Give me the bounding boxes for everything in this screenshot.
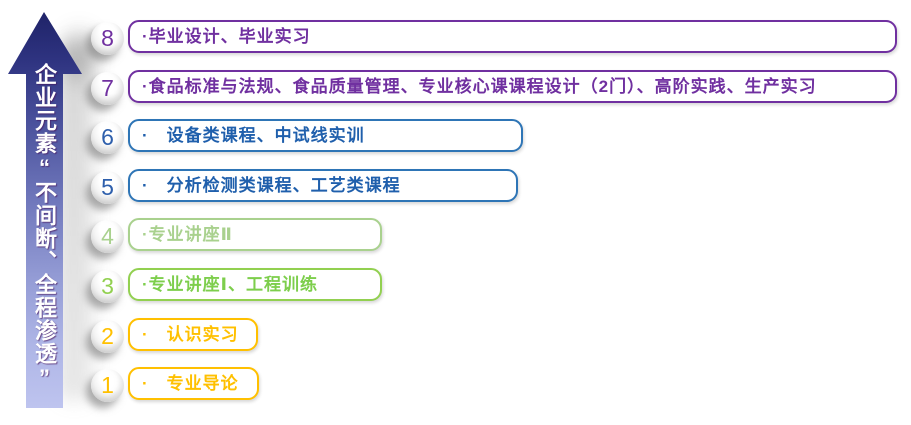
course-label: ·毕业设计、毕业实习 [142,27,311,46]
level-number: 6 [101,124,114,150]
course-box: · 专业导论 [128,367,259,400]
course-label: ·专业讲座Ⅱ [142,225,233,244]
course-label: · 分析检测类课程、工艺类课程 [142,176,401,195]
level-row-4: 4 ·专业讲座Ⅱ [0,218,911,258]
level-row-6: 6 · 设备类课程、中试线实训 [0,119,911,159]
level-row-7: 7 ·食品标准与法规、食品质量管理、专业核心课课程设计（2门）、高阶实践、生产实习 [0,70,911,110]
level-row-8: 8 ·毕业设计、毕业实习 [0,20,911,60]
level-number-badge: 4 [91,220,124,253]
course-label: · 专业导论 [142,374,239,393]
level-number-badge: 2 [91,320,124,353]
level-row-1: 1 · 专业导论 [0,367,911,407]
course-box: · 分析检测类课程、工艺类课程 [128,169,518,202]
course-label: ·食品标准与法规、食品质量管理、专业核心课课程设计（2门）、高阶实践、生产实习 [142,77,817,96]
level-number-badge: 7 [91,72,124,105]
course-box: ·毕业设计、毕业实习 [128,20,897,53]
course-label: ·专业讲座Ⅰ、工程训练 [142,275,318,294]
level-number-badge: 8 [91,22,124,55]
level-number: 1 [101,372,114,398]
level-number: 4 [101,223,114,249]
level-number-badge: 3 [91,270,124,303]
level-number: 8 [101,25,114,51]
level-number: 7 [101,75,114,101]
level-row-3: 3 ·专业讲座Ⅰ、工程训练 [0,268,911,308]
level-row-2: 2 · 认识实习 [0,318,911,358]
level-row-5: 5 · 分析检测类课程、工艺类课程 [0,169,911,209]
level-number: 3 [101,273,114,299]
course-box: · 设备类课程、中试线实训 [128,119,523,152]
level-number: 5 [101,174,114,200]
level-number: 2 [101,323,114,349]
arrow-label: 企业元素“不间断、全程渗透” [32,63,57,391]
course-box: ·食品标准与法规、食品质量管理、专业核心课课程设计（2门）、高阶实践、生产实习 [128,70,897,103]
course-label: · 认识实习 [142,325,239,344]
course-label: · 设备类课程、中试线实训 [142,126,365,145]
course-box: ·专业讲座Ⅰ、工程训练 [128,268,382,301]
course-box: · 认识实习 [128,318,258,351]
level-number-badge: 1 [91,369,124,402]
level-number-badge: 6 [91,121,124,154]
course-box: ·专业讲座Ⅱ [128,218,382,251]
level-number-badge: 5 [91,171,124,204]
